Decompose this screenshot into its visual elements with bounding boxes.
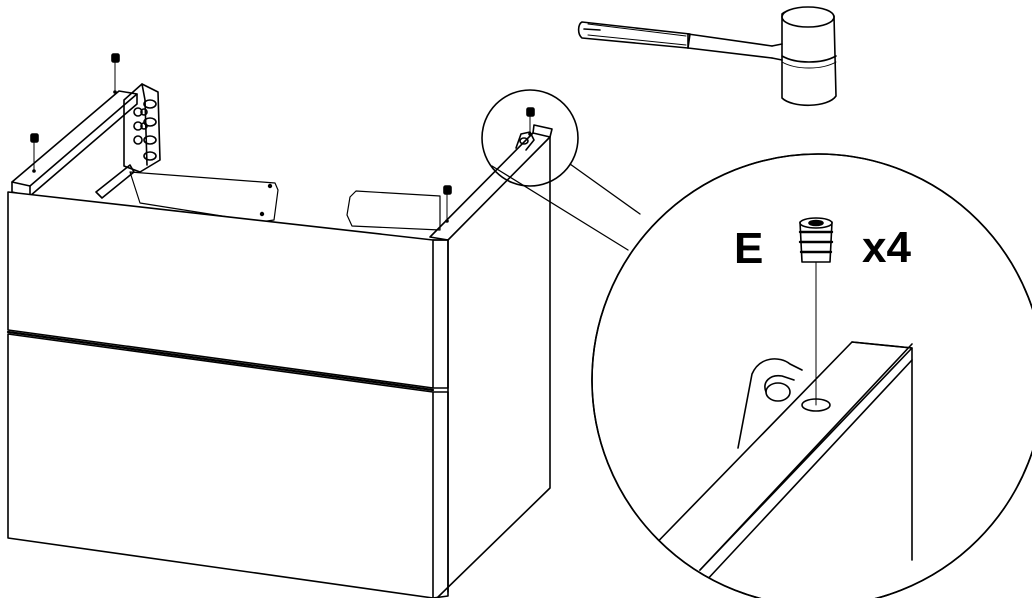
dowel-marker	[526, 107, 535, 136]
dowel-marker	[443, 185, 452, 223]
cabinet-inner-rail	[95, 164, 135, 199]
part-quantity-label: x4	[862, 223, 911, 272]
zoom-connector-lines	[491, 163, 641, 251]
threaded-insert-icon	[798, 217, 834, 263]
zoom-source-circle	[481, 89, 579, 187]
dowel-markers	[30, 53, 535, 223]
drawer-front-bottom	[7, 333, 449, 598]
cabinet-back-panel	[129, 171, 441, 231]
part-letter-label: E	[734, 224, 763, 273]
dowel-marker	[30, 133, 39, 173]
cabinet-left-rail	[11, 90, 138, 197]
mallet-icon	[577, 6, 837, 107]
dowel-marker	[111, 53, 120, 94]
cabinet-body	[6, 83, 553, 598]
zoom-detail-circle	[591, 153, 1032, 598]
mounting-bracket	[123, 83, 161, 173]
